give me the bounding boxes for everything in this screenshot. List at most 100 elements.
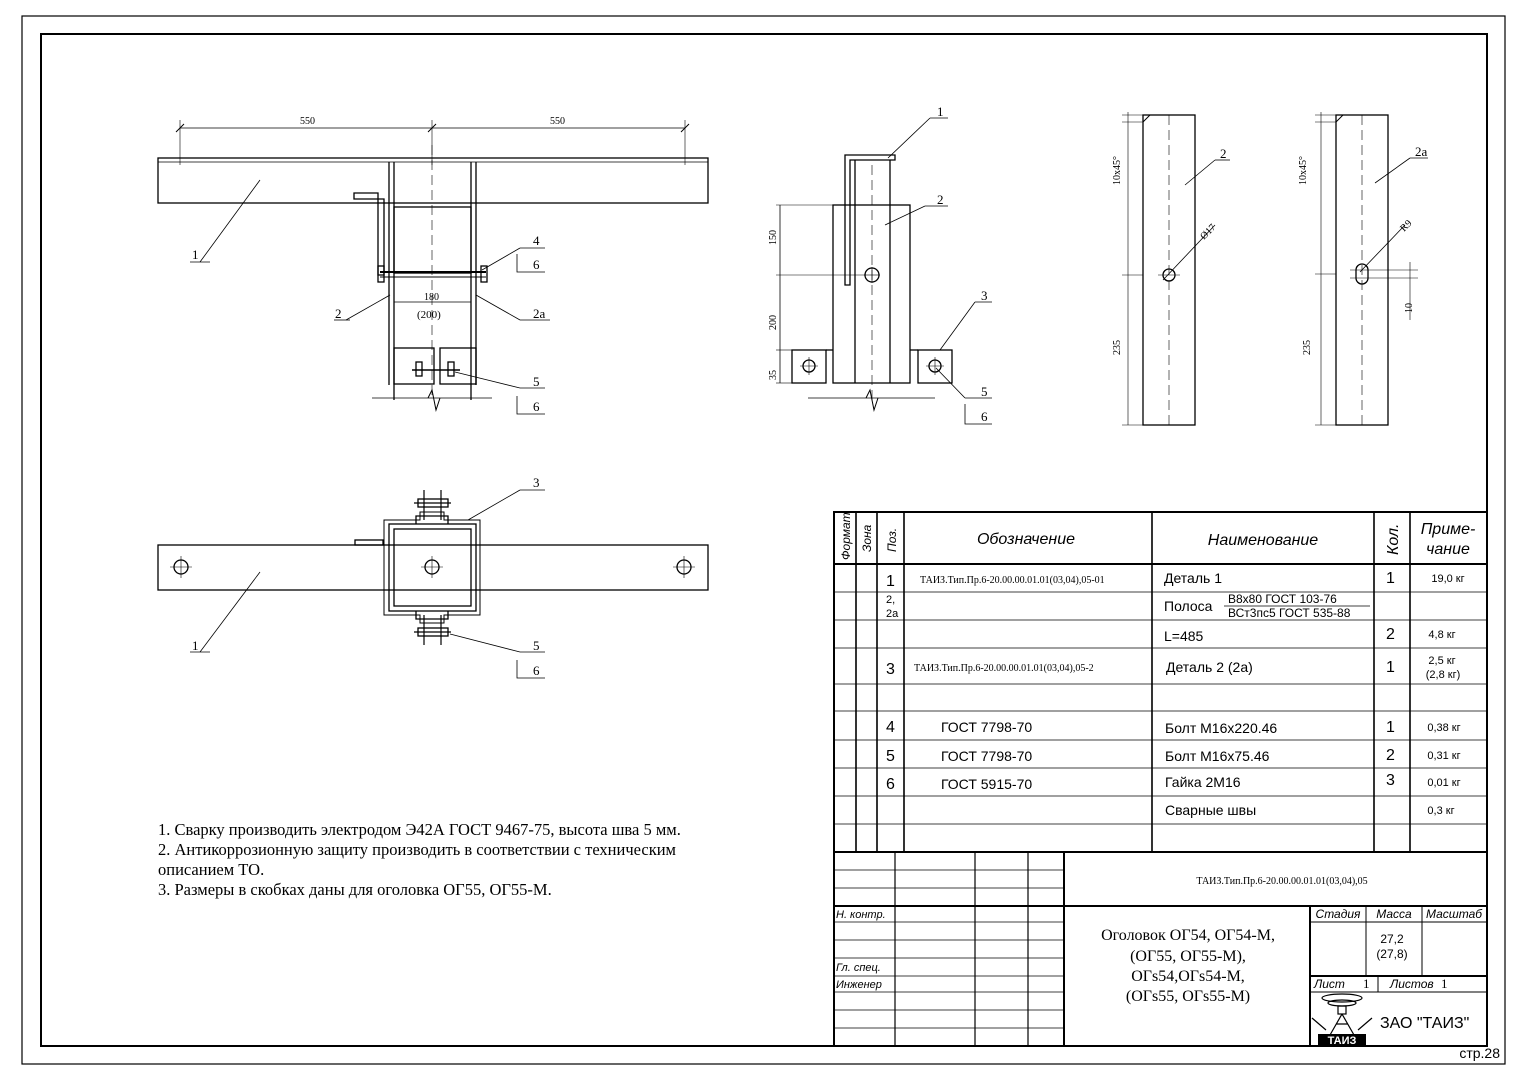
label-sheet: Лист xyxy=(1313,977,1345,991)
row6-note: 0,38 кг xyxy=(1427,722,1460,734)
drawing-code: ТАИЗ.Тип.Пр.6-20.00.00.01.01(03,04),05 xyxy=(1196,876,1367,887)
row7-note: 0,31 кг xyxy=(1427,750,1460,762)
row7-pos: 5 xyxy=(886,748,895,765)
dim-10x45-b: 10x45° xyxy=(1298,156,1309,185)
callout-6: 6 xyxy=(533,257,540,272)
page-number: стр.28 xyxy=(1459,1045,1500,1061)
row9-name: Сварные швы xyxy=(1165,802,1256,818)
row7-designation: ГОСТ 7798-70 xyxy=(941,748,1032,764)
general-notes: 1. Сварку производить электродом Э42А ГО… xyxy=(158,820,798,900)
row4-note: 2,5 кг xyxy=(1428,655,1455,667)
row1-designation: ТАИЗ.Тип.Пр.6-20.00.00.01.01(03,04),05-0… xyxy=(920,575,1105,586)
title-line-1: Оголовок ОГ54, ОГ54-М, xyxy=(1101,927,1275,944)
row2-frac-top: В8х80 ГОСТ 103-76 xyxy=(1228,592,1337,606)
row8-note: 0,01 кг xyxy=(1427,777,1460,789)
title-line-2: (ОГ55, ОГ55-М), xyxy=(1130,948,1246,965)
note-2: 2. Антикоррозионную защиту производить в… xyxy=(158,840,676,859)
label-stage: Стадия xyxy=(1316,907,1362,921)
dim-550-left: 550 xyxy=(300,116,315,127)
row4-qty: 1 xyxy=(1386,659,1395,676)
title-line-3: ОГs54,ОГs54-М, xyxy=(1131,968,1245,985)
hdr-zone: Зона xyxy=(860,524,874,552)
detail-2a-view xyxy=(1315,112,1428,426)
note-1: 1. Сварку производить электродом Э42А ГО… xyxy=(158,820,681,839)
row1-pos: 1 xyxy=(886,573,895,590)
dim-10x45: 10x45° xyxy=(1112,156,1123,185)
company-name: ЗАО "ТАИЗ" xyxy=(1380,1015,1469,1032)
spec-table xyxy=(833,511,1488,853)
note-2-cont: описанием ТО. xyxy=(158,860,265,879)
row8-qty: 3 xyxy=(1386,772,1395,789)
dim-200: 200 xyxy=(768,315,779,330)
row2-pos2: 2а xyxy=(886,608,899,620)
callout-2a: 2a xyxy=(533,306,546,321)
detail-2-view xyxy=(1122,112,1230,426)
row6-name: Болт М16х220.46 xyxy=(1165,720,1277,736)
row6-designation: ГОСТ 7798-70 xyxy=(941,719,1032,735)
dim-R9: R9 xyxy=(1398,218,1414,234)
row8-designation: ГОСТ 5915-70 xyxy=(941,776,1032,792)
row8-pos: 6 xyxy=(886,776,895,793)
label-sheets: Листов xyxy=(1389,977,1434,991)
row1-qty: 1 xyxy=(1386,570,1395,587)
callout-1: 1 xyxy=(192,247,199,262)
dim-235: 235 xyxy=(1112,340,1123,355)
mass-value-2: (27,8) xyxy=(1376,947,1407,961)
sheets-value: 1 xyxy=(1441,976,1448,991)
hdr-format: Формат xyxy=(839,512,853,560)
callout-4: 4 xyxy=(533,233,540,248)
sheet-value: 1 xyxy=(1363,976,1370,991)
mass-value: 27,2 xyxy=(1380,932,1404,946)
dim-235-b: 235 xyxy=(1302,340,1313,355)
plan-view xyxy=(157,489,709,679)
detail-callout-2a: 2a xyxy=(1415,144,1428,159)
row2-pos: 2, xyxy=(886,594,895,606)
dim-10: 10 xyxy=(1404,303,1415,313)
label-scale: Масштаб xyxy=(1426,907,1483,921)
side-callout-1: 1 xyxy=(937,104,944,119)
side-view-text: 150 200 35 1 2 3 5 6 xyxy=(768,104,988,424)
row4-pos: 3 xyxy=(886,661,895,678)
note-3: 3. Размеры в скобках даны для оголовка О… xyxy=(158,880,552,899)
row3-note: 4,8 кг xyxy=(1428,629,1455,641)
side-callout-2: 2 xyxy=(937,192,944,207)
dim-35: 35 xyxy=(768,370,779,380)
spec-table-text: Формат Зона Поз. Обозначение Наименовани… xyxy=(839,512,1475,818)
row6-qty: 1 xyxy=(1386,719,1395,736)
side-callout-6: 6 xyxy=(981,409,988,424)
title-line-4: (ОГs55, ОГs55-М) xyxy=(1126,988,1250,1005)
detail-callout-2: 2 xyxy=(1220,146,1227,161)
plan-view-text: 1 3 5 6 xyxy=(192,475,540,678)
side-callout-5: 5 xyxy=(981,384,988,399)
role-n-kontr: Н. контр. xyxy=(836,909,886,921)
row3-name: L=485 xyxy=(1164,628,1204,644)
role-gl-spec: Гл. спец. xyxy=(836,962,881,974)
front-view-text: 550 550 180 (200) 1 2 2a 4 6 5 6 xyxy=(192,116,565,414)
row7-qty: 2 xyxy=(1386,747,1395,764)
row4-note2: (2,8 кг) xyxy=(1426,669,1461,681)
callout-5: 5 xyxy=(533,374,540,389)
callout-6-lower: 6 xyxy=(533,399,540,414)
title-block-text: ТАИЗ.Тип.Пр.6-20.00.00.01.01(03,04),05 Н… xyxy=(836,876,1483,1032)
front-view xyxy=(157,120,709,415)
row1-note: 19,0 кг xyxy=(1431,573,1464,585)
taiz-logo: ТАИЗ xyxy=(1311,993,1373,1047)
row2-name: Полоса xyxy=(1164,598,1213,614)
callout-2: 2 xyxy=(335,306,342,321)
hdr-qty: Кол. xyxy=(1385,524,1402,555)
role-inzhener: Инженер xyxy=(836,979,882,991)
label-mass: Масса xyxy=(1376,907,1412,921)
hdr-pos: Поз. xyxy=(885,528,899,552)
hdr-note-2: чание xyxy=(1426,541,1470,558)
row9-note: 0,3 кг xyxy=(1427,805,1454,817)
hdr-note-1: Приме- xyxy=(1421,521,1476,538)
hdr-name: Наименование xyxy=(1208,532,1319,549)
row6-pos: 4 xyxy=(886,719,895,736)
row4-designation: ТАИЗ.Тип.Пр.6-20.00.00.01.01(03,04),05-2 xyxy=(914,663,1094,674)
row1-name: Деталь 1 xyxy=(1164,570,1222,586)
dim-200-paren: (200) xyxy=(417,309,441,321)
logo-text: ТАИЗ xyxy=(1328,1035,1357,1047)
row7-name: Болт М16х75.46 xyxy=(1165,748,1270,764)
row8-name: Гайка 2М16 xyxy=(1165,774,1241,790)
side-callout-3: 3 xyxy=(981,288,988,303)
